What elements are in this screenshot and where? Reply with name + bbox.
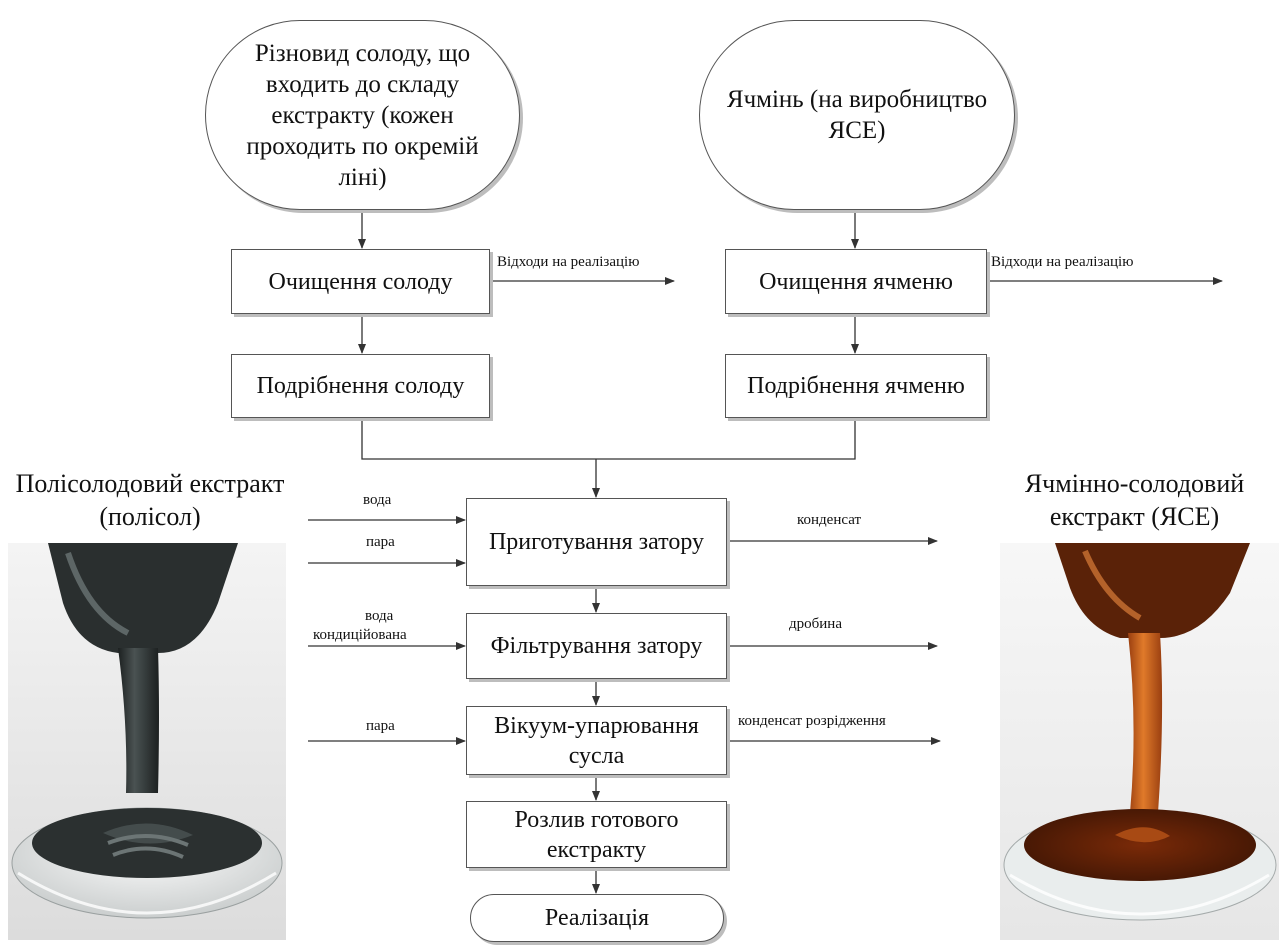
input-malt-variety-text: Різновид солоду, що входить до складу ек… xyxy=(246,39,479,191)
label-condensate-dilution: конденсат розрідження xyxy=(738,713,886,729)
label-water-conditioned-2: кондиційована xyxy=(313,627,407,643)
step-barley-cleaning: Очищення ячменю xyxy=(725,249,987,314)
dark-extract-photo xyxy=(8,543,286,940)
step-mash-preparation: Приготування затору xyxy=(466,498,727,586)
label-water-conditioned-1: вода xyxy=(365,608,394,624)
step-malt-cleaning: Очищення солоду xyxy=(231,249,490,314)
label-steam-mash: пара xyxy=(366,534,395,550)
step-malt-grinding: Подрібнення солоду xyxy=(231,354,490,418)
step-vacuum-evaporation-text: Вікуум-упарювання сусла xyxy=(494,712,699,769)
input-malt-variety: Різновид солоду, що входить до складу ек… xyxy=(205,20,520,210)
input-barley-text: Ячмінь (на виробництво ЯСЕ) xyxy=(726,86,988,144)
step-mash-filtering: Фільтрування затору xyxy=(466,613,727,679)
step-malt-grinding-text: Подрібнення солоду xyxy=(256,373,465,399)
step-barley-grinding: Подрібнення ячменю xyxy=(725,354,987,418)
step-barley-cleaning-text: Очищення ячменю xyxy=(759,268,953,295)
step-mash-filtering-text: Фільтрування затору xyxy=(490,633,703,659)
label-water-mash: вода xyxy=(363,492,392,508)
step-mash-preparation-text: Приготування затору xyxy=(488,529,705,555)
cut-heading-fragment: ▔▔ ▔▔▔▔ ▔▔▔▔▔▔ ▔ xyxy=(22,0,322,2)
label-condensate: конденсат xyxy=(797,512,862,528)
product-left-title: Полісолодовий екстракт (полісол) xyxy=(0,467,300,533)
input-barley: Ячмінь (на виробництво ЯСЕ) xyxy=(699,20,1015,210)
product-right-title-text: Ячмінно-солодовий екстракт (ЯСЕ) xyxy=(1024,469,1245,531)
step-bottling: Розлив готового екстракту xyxy=(466,801,727,868)
amber-extract-photo xyxy=(1000,543,1279,940)
step-vacuum-evaporation: Вікуум-упарювання сусла xyxy=(466,706,727,775)
step-barley-grinding-text: Подрібнення ячменю xyxy=(747,373,965,399)
label-waste-barley: Відходи на реалізацію xyxy=(991,254,1134,270)
product-left-title-text: Полісолодовий екстракт (полісол) xyxy=(15,469,285,531)
terminal-sale: Реалізація xyxy=(470,894,724,942)
step-malt-cleaning-text: Очищення солоду xyxy=(268,268,453,295)
step-bottling-text: Розлив готового екстракту xyxy=(514,806,679,863)
label-steam-evaporation: пара xyxy=(366,718,395,734)
product-right-title: Ячмінно-солодовий екстракт (ЯСЕ) xyxy=(990,467,1279,533)
terminal-sale-text: Реалізація xyxy=(544,905,650,931)
label-waste-malt: Відходи на реалізацію xyxy=(497,254,640,270)
label-spent-grain: дробина xyxy=(789,616,842,632)
